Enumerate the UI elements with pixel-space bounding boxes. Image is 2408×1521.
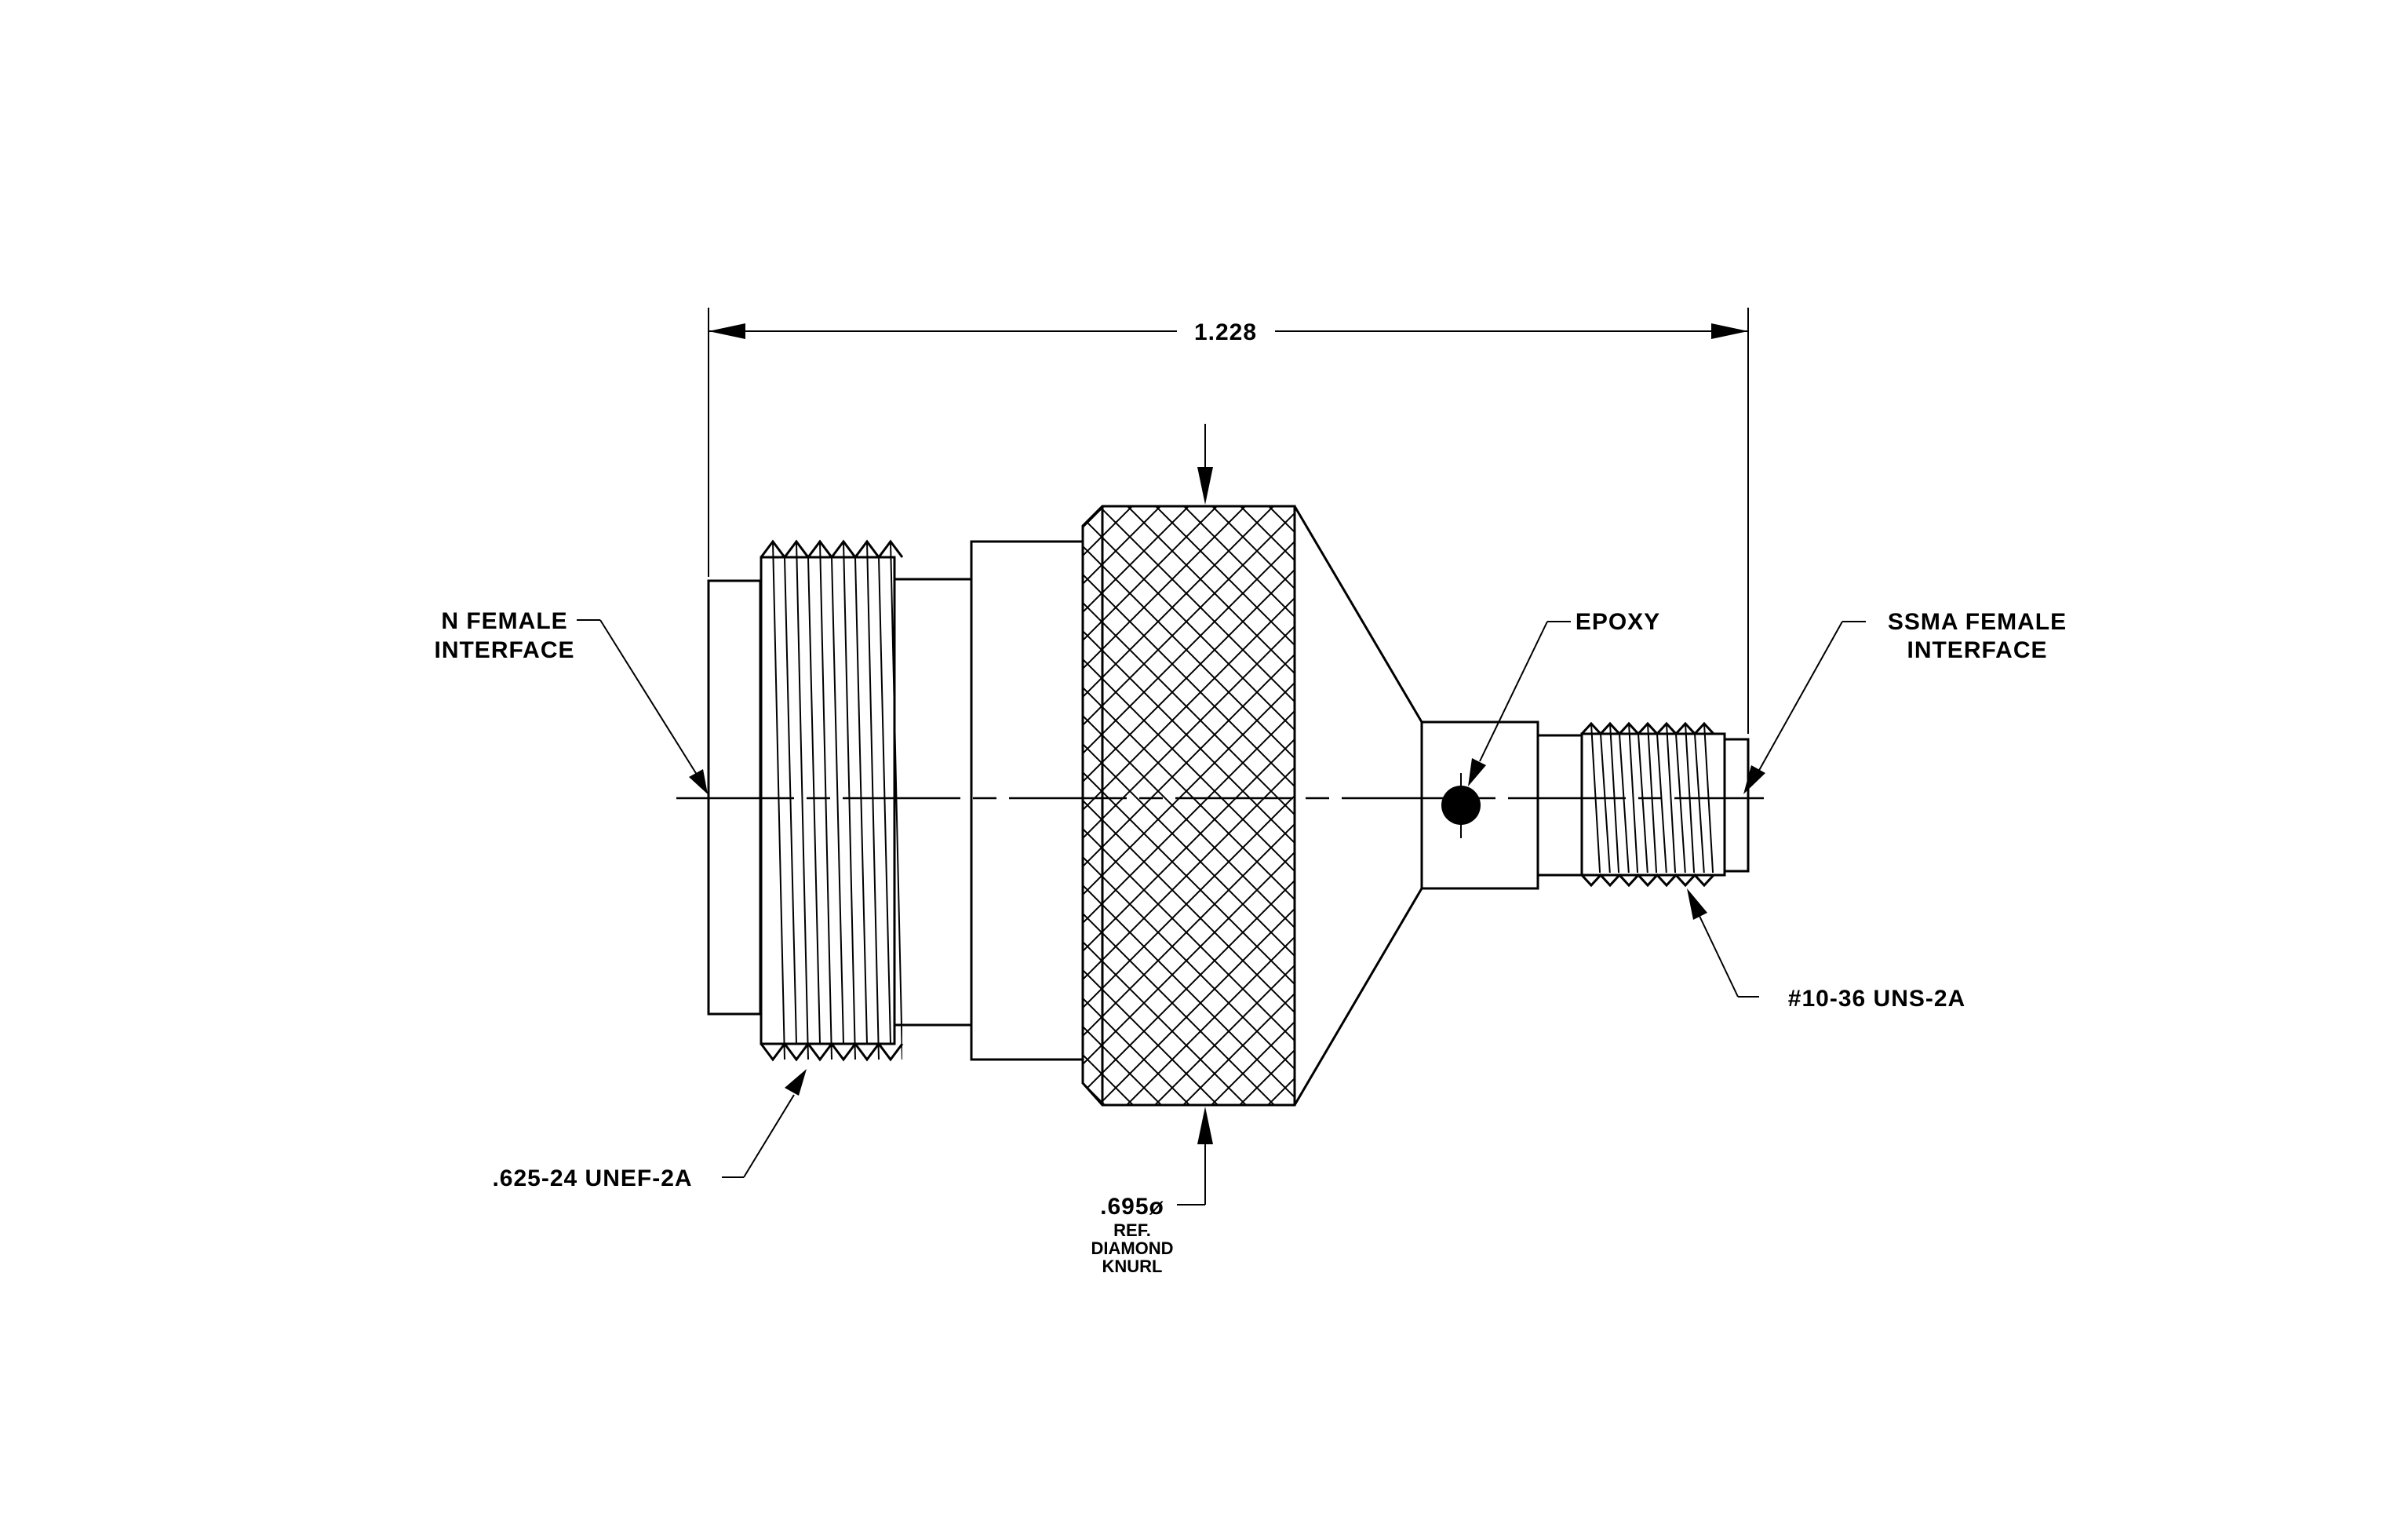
- ssma-thread-label: #10-36 UNS-2A: [1788, 986, 1965, 1012]
- n-neck: [893, 578, 973, 1027]
- taper: [1293, 505, 1423, 1106]
- knurl-diameter-dimension: .695ø REF. DIAMOND KNURL: [1091, 424, 1213, 1276]
- hex-body: [970, 540, 1084, 1061]
- n-interface-label-line1: N FEMALE: [441, 608, 567, 634]
- knurl-diamond-label: DIAMOND: [1091, 1238, 1173, 1258]
- ssma-thread: [1580, 721, 1726, 888]
- n-interface-callout: N FEMALE INTERFACE: [434, 608, 708, 794]
- epoxy-callout: EPOXY: [1468, 609, 1660, 786]
- ssma-neck: [1536, 734, 1583, 877]
- overall-length-label: 1.228: [1194, 319, 1257, 345]
- ssma-thread-callout: #10-36 UNS-2A: [1687, 888, 1965, 1012]
- n-interface-label-line2: INTERFACE: [434, 637, 574, 663]
- ssma-interface-callout: SSMA FEMALE INTERFACE: [1743, 609, 2067, 794]
- ssma-interface-body: [1723, 738, 1750, 873]
- overall-length-dimension: 1.228: [708, 308, 1749, 734]
- n-thread-callout: .625-24 UNEF-2A: [492, 1069, 807, 1191]
- epoxy-label: EPOXY: [1576, 609, 1660, 635]
- ssma-interface-label-line2: INTERFACE: [1907, 637, 2047, 663]
- n-thread-label: .625-24 UNEF-2A: [492, 1165, 692, 1191]
- knurled-body: [1081, 505, 1296, 1107]
- n-thread: [760, 539, 904, 1062]
- ssma-interface-label-line1: SSMA FEMALE: [1888, 609, 2067, 635]
- knurl-diameter-label: .695ø: [1100, 1194, 1164, 1220]
- knurl-ref-label: REF.: [1113, 1220, 1151, 1240]
- knurl-word-label: KNURL: [1102, 1257, 1163, 1276]
